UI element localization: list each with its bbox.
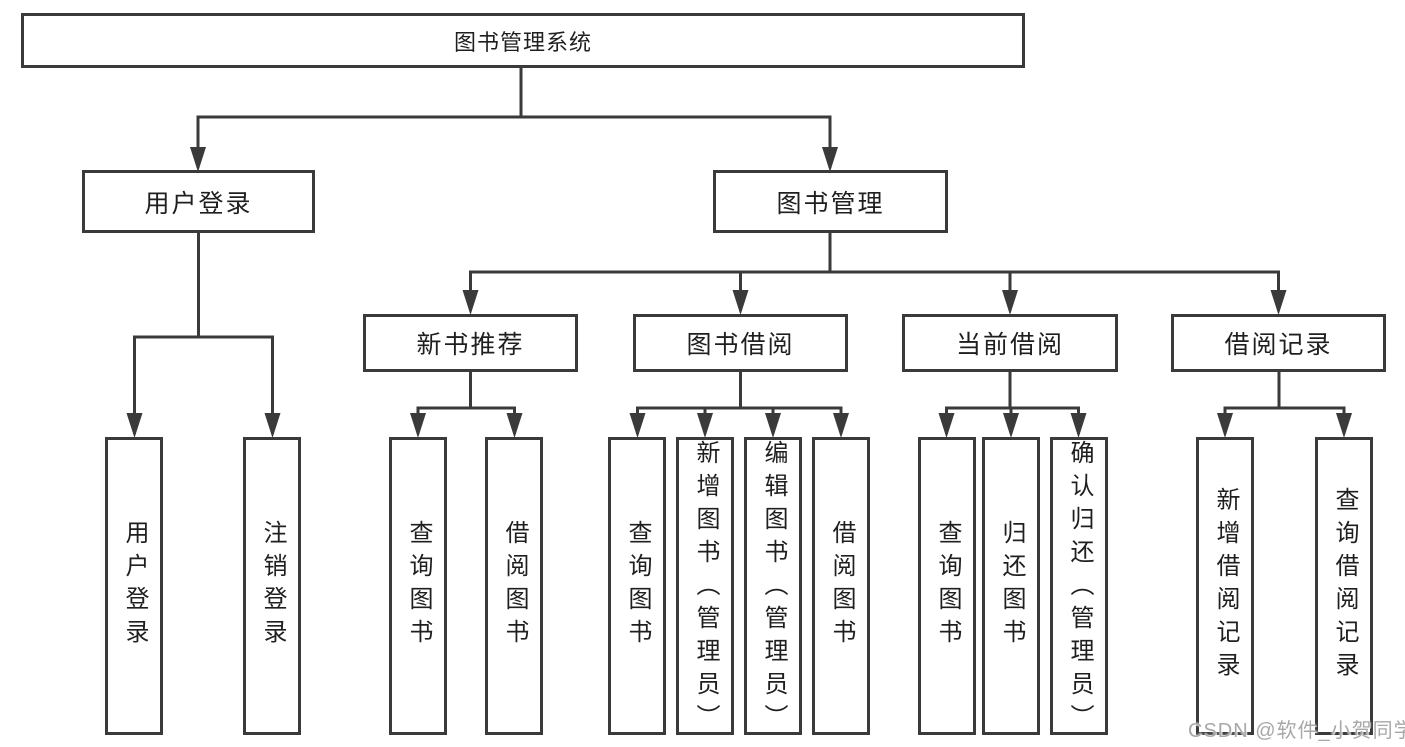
leaf-borrow-books-2: 借阅图书 [812, 437, 870, 735]
leaf-query-books-2: 查询图书 [608, 437, 666, 735]
leaf-return-books: 归还图书 [982, 437, 1040, 735]
leaf-edit-books-admin: 编辑图书（管理员） [744, 437, 802, 737]
leaf-label: 借阅图书 [828, 520, 855, 652]
leaf-query-books-1: 查询图书 [389, 437, 447, 735]
leaf-label: 查询借阅记录 [1331, 487, 1358, 685]
leaf-confirm-return-admin: 确认归还（管理员） [1050, 437, 1108, 737]
leaf-label: 借阅图书 [501, 520, 528, 652]
leaf-label: 归还图书 [998, 520, 1025, 652]
leaf-label: 查询图书 [934, 520, 961, 652]
leaf-borrow-books-1: 借阅图书 [485, 437, 543, 735]
node-label: 图书借阅 [686, 331, 795, 359]
node-book-management: 图书管理 [713, 170, 948, 233]
node-book-borrow: 图书借阅 [633, 314, 848, 372]
leaf-query-books-3: 查询图书 [918, 437, 976, 735]
leaf-label: 新增借阅记录 [1212, 487, 1239, 685]
leaf-user-login: 用户登录 [105, 437, 163, 735]
node-label: 借阅记录 [1224, 331, 1333, 359]
node-new-book-recommend: 新书推荐 [363, 314, 578, 372]
node-current-borrow: 当前借阅 [902, 314, 1118, 372]
node-label: 图书管理 [776, 189, 885, 218]
leaf-label: 新增图书（管理员） [692, 440, 719, 737]
node-label: 用户登录 [144, 189, 253, 218]
leaf-query-borrow-record: 查询借阅记录 [1315, 437, 1373, 735]
csdn-watermark: CSDN @软件_小贺同学 [1188, 720, 1405, 742]
leaf-label: 编辑图书（管理员） [760, 440, 787, 737]
leaf-label: 查询图书 [405, 520, 432, 652]
leaf-add-books-admin: 新增图书（管理员） [676, 437, 734, 737]
leaf-add-borrow-record: 新增借阅记录 [1196, 437, 1254, 735]
connector-segments [133, 68, 1346, 434]
leaf-logout: 注销登录 [243, 437, 301, 735]
node-label: 新书推荐 [416, 331, 525, 359]
node-label: 当前借阅 [955, 331, 1064, 359]
leaf-label: 确认归还（管理员） [1066, 440, 1093, 737]
leaf-label: 查询图书 [624, 520, 651, 652]
node-library-system: 图书管理系统 [21, 13, 1025, 68]
leaf-label: 用户登录 [121, 520, 148, 652]
node-user-login: 用户登录 [82, 170, 315, 233]
node-borrow-records: 借阅记录 [1171, 314, 1386, 372]
leaf-label: 注销登录 [259, 520, 286, 652]
node-label: 图书管理系统 [453, 29, 592, 55]
